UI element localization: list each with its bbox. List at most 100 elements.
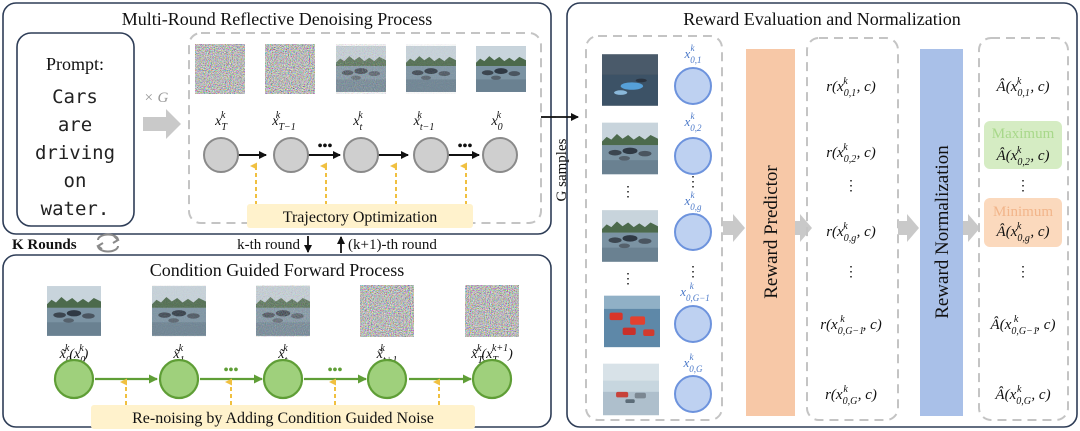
minimum-label: Minimum [993, 204, 1053, 220]
times-g-label: × G [144, 90, 169, 106]
reward-row-2: r(x0,2k, c) [826, 142, 876, 165]
adv-row-g: Â(x0,gk, c) [996, 221, 1050, 244]
fwd-thumb-x1 [152, 285, 206, 337]
reward-normalization-label: Reward Normalization [932, 145, 953, 319]
big-gray-arrow-prompt [143, 109, 181, 139]
big-gray-arrow-2 [795, 214, 812, 242]
reward-row-g: r(x0,gk, c) [826, 221, 876, 244]
node-xt-1 [413, 137, 449, 173]
sample-image-2 [602, 122, 658, 175]
big-gray-arrow-4 [963, 214, 980, 242]
advantage-dashed-box [978, 37, 1069, 421]
denoise-thumbnails [195, 44, 526, 94]
adv-row-G: Â(x0,Gk, c) [994, 384, 1050, 407]
fwd-node-t1 [366, 358, 408, 400]
prompt-title: Prompt: [46, 54, 104, 74]
prompt-line: driving [35, 142, 115, 164]
reward-row-1: r(x0,1k, c) [826, 76, 876, 99]
node-x0 [482, 137, 518, 173]
g-samples-label: G samples [554, 138, 570, 201]
advantage-values: Â(x0,1k, c) Â(x0,2k, c) Â(x0,gk, c) Â(x0… [990, 76, 1056, 407]
step-label-xt: xtk [352, 110, 363, 133]
thumb-x0 [476, 46, 526, 92]
kth-round-label: k-th round [237, 237, 300, 253]
adv-row-1: Â(x0,1k, c) [996, 76, 1050, 99]
fwd-thumb-xT [465, 285, 519, 337]
prompt-line: are [58, 114, 92, 136]
fwd-thumb-x0 [47, 286, 101, 336]
prompt-line: water. [41, 198, 110, 220]
big-gray-arrow-1 [723, 214, 745, 242]
forward-thumbnails [47, 285, 519, 337]
adv-ellipsis-2: ⋮ [1016, 265, 1030, 280]
panel-forward [2, 254, 552, 428]
k1-round-label: (k+1)-th round [348, 237, 437, 253]
sample-image-g [602, 210, 658, 262]
reward-predictor-box [746, 49, 795, 416]
adv-ellipsis-1: ⋮ [1016, 179, 1030, 194]
sample-image-1 [602, 54, 658, 106]
reward-values: r(x0,1k, c) r(x0,2k, c) r(x0,gk, c) r(x0… [820, 76, 882, 407]
node-xT [203, 137, 239, 173]
maximum-label: Maximum [992, 126, 1055, 142]
step-label-xT: xTk [214, 110, 228, 133]
minimum-highlight [984, 198, 1062, 247]
reward-predictor-label: Reward Predictor [761, 165, 782, 299]
fwd-thumb-xt [256, 285, 310, 337]
reward-normalization-box [920, 49, 963, 416]
big-gray-arrow-3 [898, 214, 919, 242]
sample-node-G-1 [674, 305, 712, 343]
sample-node-1 [674, 67, 712, 105]
prompt-text: Cars are driving on water. [35, 86, 115, 220]
sample-image-G-1 [604, 295, 660, 348]
denoise-chain: ••• ••• [203, 137, 518, 173]
sample-nodes [674, 67, 712, 413]
trajectory-label-box [247, 204, 473, 228]
forward-chain: ••• ••• [53, 358, 513, 400]
images-ellipsis-1: ⋮ [621, 185, 635, 200]
prompt-line: Cars [52, 86, 98, 108]
renoise-arrows [120, 378, 440, 412]
green-dots-2: ••• [328, 363, 343, 378]
green-dots-1: ••• [224, 363, 239, 378]
node-xt [343, 137, 379, 173]
adv-row-G-1: Â(x0,G−1k, c) [990, 314, 1056, 337]
nodes-ellipsis-2: ⋮ [686, 265, 700, 280]
fwd-node-T [471, 358, 513, 400]
rewards-dashed-box [806, 37, 899, 421]
reward-row-G: r(x0,Gk, c) [825, 384, 877, 407]
sample-node-2 [674, 137, 712, 175]
sample-image-G [603, 363, 659, 416]
thumb-xt-1 [406, 44, 456, 94]
adv-row-2: Â(x0,2k, c) [996, 145, 1050, 168]
sample-node-G [674, 375, 712, 413]
cycle-arrows-icon [96, 233, 120, 253]
denoising-title: Multi-Round Reflective Denoising Process [122, 9, 432, 29]
prompt-box [16, 32, 135, 227]
renoise-label-box [91, 405, 475, 429]
sample-node-g [674, 213, 712, 251]
rewards-ellipsis-1: ⋮ [844, 179, 858, 194]
fwd-node-0 [53, 358, 95, 400]
maximum-highlight [984, 121, 1062, 169]
fwd-thumb-xt1 [360, 285, 414, 337]
step-label-x0: x0k [490, 110, 502, 133]
reward-title: Reward Evaluation and Normalization [683, 9, 960, 29]
trajectory-label: Trajectory Optimization [283, 209, 438, 226]
fwd-node-t [262, 358, 304, 400]
forward-title: Condition Guided Forward Process [150, 260, 404, 280]
renoise-label: Re-noising by Adding Condition Guided No… [132, 410, 434, 427]
images-ellipsis-2: ⋮ [621, 272, 635, 287]
reward-row-G-1: r(x0,G−1k, c) [820, 314, 882, 337]
thumb-xt [336, 44, 386, 94]
dots-2: ••• [458, 139, 473, 154]
node-xT-1 [273, 137, 309, 173]
denoise-step-labels: xTk xT−1k xtk xt−1k x0k [214, 110, 503, 133]
nodes-ellipsis-1: ⋮ [686, 175, 700, 190]
rewards-ellipsis-2: ⋮ [844, 265, 858, 280]
thumb-xT [195, 44, 245, 94]
fwd-node-1 [158, 358, 200, 400]
dots-1: ••• [318, 139, 333, 154]
prompt-line: on [64, 170, 87, 192]
